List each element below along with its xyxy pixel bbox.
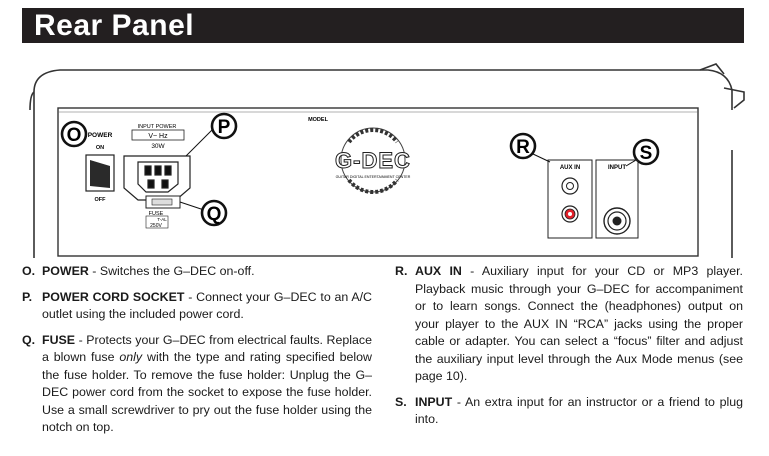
item-letter: S. [395,394,407,409]
svg-text:S: S [640,143,653,164]
gdec-logo: G-DEC GUITAR DIGITAL ENTERTAINMENT CENTE… [335,127,411,194]
item-desc: - An extra input for an instructor or a … [415,394,743,427]
input-power-rating: V~ Hz [148,133,168,140]
item-input: S. INPUT - An extra input for an instruc… [395,394,743,429]
item-name: FUSE [42,332,76,347]
item-name: POWER [42,264,89,278]
item-body: POWER CORD SOCKET - Connect your G–DEC t… [42,289,372,324]
power-rocker-switch[interactable] [85,154,115,192]
svg-text:Q: Q [207,204,222,225]
input-power-label: INPUT POWER [138,124,177,130]
item-aux-in: R. AUX IN - Auxiliary input for your CD … [395,263,743,386]
item-body: INPUT - An extra input for an instructor… [415,394,743,429]
svg-text:R: R [516,137,530,158]
input-label: INPUT [608,165,626,171]
aux-in-jack-right[interactable] [561,205,579,223]
power-off-label: OFF [95,197,107,203]
item-letter: Q. [22,332,36,347]
fuse-holder[interactable] [145,195,181,209]
logo-tagline: GUITAR DIGITAL ENTERTAINMENT CENTER [336,175,411,179]
callout-q: Q [200,199,228,227]
item-desc: - Switches the G–DEC on-off. [88,264,255,278]
svg-text:P: P [218,117,231,138]
page-title: Rear Panel [34,9,195,42]
rear-panel-diagram: O POWER ON OFF INPUT POWER V~ Hz 30W FUS… [29,63,745,258]
item-desc: - Auxiliary input for your CD or MP3 pla… [415,264,743,383]
input-jack[interactable] [603,207,631,235]
item-power: O. POWER - Switches the G–DEC on-off. [22,263,372,281]
fuse-rating-top: T-AL [157,217,167,222]
fuse-rating-bottom: 250V [150,223,162,229]
aux-in-box [547,159,593,239]
callout-r: R [509,132,537,160]
item-name: AUX IN [415,264,462,278]
power-on-label: ON [96,145,104,151]
logo-name: G-DEC [335,148,411,173]
item-desc: - Connect your G–DEC to an A/C outlet us… [42,289,372,322]
item-desc-emphasis: only [119,350,143,364]
fuse-label: FUSE [149,211,164,217]
left-column: O. POWER - Switches the G–DEC on-off. P.… [22,263,372,445]
svg-text:O: O [67,125,82,146]
power-cord-socket[interactable] [123,155,191,201]
item-name: INPUT [415,394,453,409]
item-letter: R. [395,264,408,278]
inner-panel [57,107,699,257]
input-power-watts: 30W [151,143,165,150]
item-body: AUX IN - Auxiliary input for your CD or … [415,263,743,386]
item-desc: with the type and rating specified below… [42,350,372,434]
amp-cabinet-outline [29,63,745,258]
item-letter: P. [22,289,33,304]
right-column: R. AUX IN - Auxiliary input for your CD … [395,263,743,437]
item-body: FUSE - Protects your G–DEC from electric… [42,332,372,437]
aux-in-jack-left[interactable] [561,177,579,195]
model-label: MODEL [308,117,329,123]
item-letter: O. [22,264,36,278]
item-name: POWER CORD SOCKET [42,289,185,304]
callout-s: S [632,138,660,166]
item-fuse: Q. FUSE - Protects your G–DEC from elect… [22,332,372,437]
item-power-cord-socket: P. POWER CORD SOCKET - Connect your G–DE… [22,289,372,324]
callout-p: P [210,112,238,140]
power-switch-label: POWER [88,132,113,139]
item-body: POWER - Switches the G–DEC on-off. [42,263,372,281]
header-bar: Rear Panel [22,8,744,43]
item-desc: - Protects your G–DEC from electrical fa… [42,332,372,365]
input-box [595,159,639,239]
aux-in-label: AUX IN [560,165,580,171]
callout-o: O [60,120,88,148]
